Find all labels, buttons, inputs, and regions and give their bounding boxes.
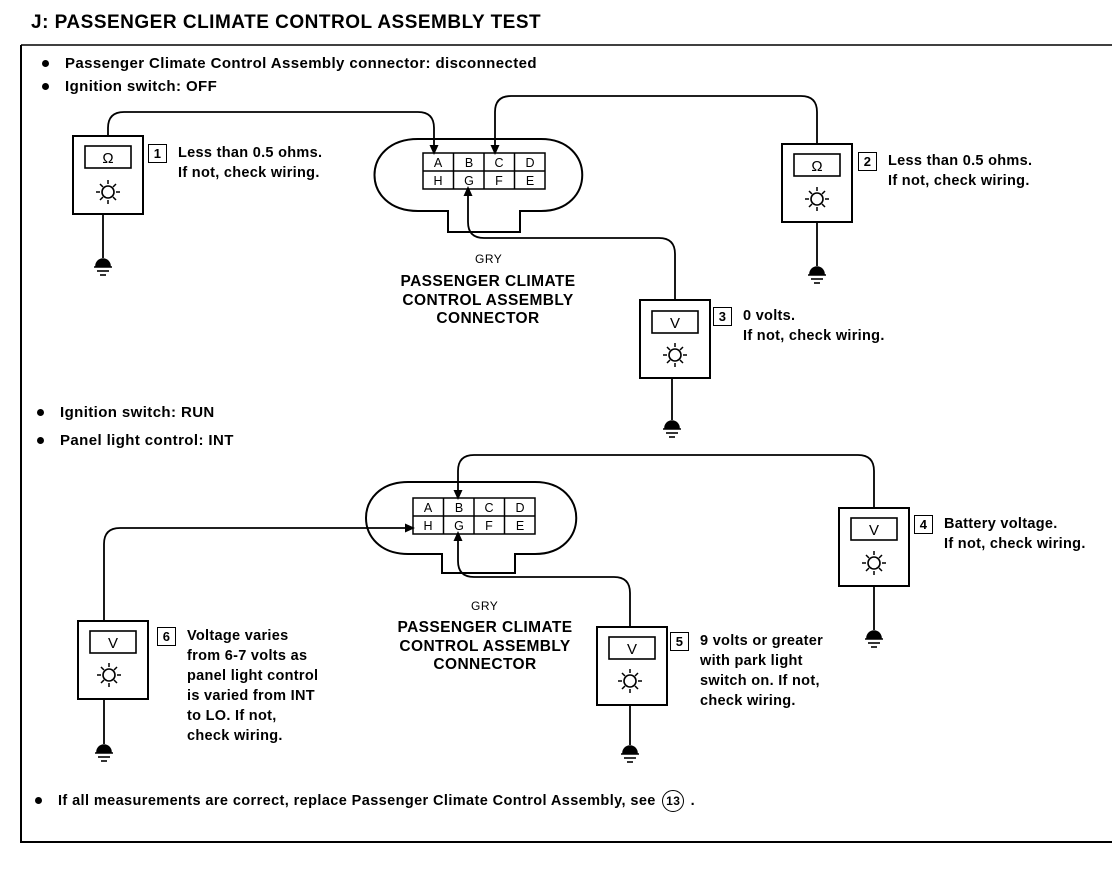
step-number: 5	[670, 632, 689, 651]
arrow-4	[453, 490, 463, 500]
page-title: J: PASSENGER CLIMATE CONTROL ASSEMBLY TE…	[31, 12, 542, 33]
volt-symbol-5: V	[627, 641, 637, 658]
step-3-note: 3 0 volts. If not, check wiring.	[713, 306, 943, 346]
bullet-icon	[42, 82, 49, 90]
pin-top-1a: A	[434, 156, 443, 170]
pin-bot-1g: G	[464, 174, 474, 188]
wire-2	[494, 95, 818, 148]
meter-3	[639, 299, 711, 379]
bullet-connector-state: Passenger Climate Control Assembly conne…	[42, 55, 537, 72]
ground-icon-5	[621, 745, 639, 763]
volt-symbol-3: V	[670, 315, 680, 332]
pin-top-1b: B	[465, 156, 473, 170]
pin-top-1d: D	[525, 156, 534, 170]
pin-bot-2h: H	[423, 519, 432, 533]
ground-icon-1	[94, 258, 112, 276]
connector-bottom	[365, 481, 578, 574]
meter-4	[838, 507, 910, 587]
pin-bot-2g: G	[454, 519, 464, 533]
bullet-panel-light: Panel light control: INT	[37, 432, 234, 449]
connector-color-label-bottom: GRY	[471, 599, 499, 613]
bullet-icon	[42, 59, 49, 67]
pin-bot-1h: H	[433, 174, 442, 188]
pin-top-2c: C	[484, 501, 493, 515]
step-4-note: 4 Battery voltage. If not, check wiring.	[914, 514, 1114, 554]
ground-icon-4	[865, 630, 883, 648]
bullet-ignition-off: Ignition switch: OFF	[42, 78, 217, 95]
ground-icon-6	[95, 744, 113, 762]
arrow-5	[453, 531, 463, 541]
ground-icon-2	[808, 266, 826, 284]
connector-label-top: PASSENGER CLIMATE CONTROL ASSEMBLY CONNE…	[400, 273, 576, 327]
step-number: 2	[858, 152, 877, 171]
meter-1	[72, 135, 144, 215]
step-6-note: 6 Voltage varies from 6-7 volts as panel…	[157, 626, 367, 746]
arrow-1	[429, 145, 439, 155]
step-2-note: 2 Less than 0.5 ohms. If not, check wiri…	[858, 151, 1088, 191]
wire-5	[457, 539, 631, 627]
step-number: 6	[157, 627, 176, 646]
wire-1	[107, 111, 435, 148]
arrow-6	[405, 523, 415, 533]
step-number: 3	[713, 307, 732, 326]
pin-bot-1e: E	[526, 174, 534, 188]
meter-6	[77, 620, 149, 700]
connector-label-bottom: PASSENGER CLIMATE CONTROL ASSEMBLY CONNE…	[397, 619, 573, 673]
step-number: 4	[914, 515, 933, 534]
wire-4	[457, 454, 875, 508]
step-number: 1	[148, 144, 167, 163]
pin-bot-1f: F	[495, 174, 503, 188]
bullet-icon	[35, 796, 42, 804]
wire-6	[103, 527, 408, 621]
ohm-symbol-1: Ω	[102, 150, 113, 167]
pin-top-2a: A	[424, 501, 433, 515]
pin-top-1c: C	[494, 156, 503, 170]
wire-3	[467, 194, 676, 300]
ground-icon-3	[663, 420, 681, 438]
arrow-3	[463, 186, 473, 196]
connector-top	[373, 138, 584, 233]
meter-5	[596, 626, 668, 706]
pin-bot-2e: E	[516, 519, 524, 533]
diagram-frame	[20, 44, 1112, 843]
footer-instruction: If all measurements are correct, replace…	[35, 790, 695, 812]
connector-color-label-top: GRY	[475, 252, 503, 266]
pin-top-2b: B	[455, 501, 463, 515]
step-1-note: 1 Less than 0.5 ohms. If not, check wiri…	[148, 143, 378, 183]
ohm-symbol-2: Ω	[811, 158, 822, 175]
bullet-icon	[37, 408, 44, 416]
bullet-icon	[37, 436, 44, 444]
bullet-ignition-run: Ignition switch: RUN	[37, 404, 215, 421]
step-5-note: 5 9 volts or greater with park light swi…	[670, 631, 870, 711]
reference-13-badge: 13	[662, 790, 685, 812]
volt-symbol-4: V	[869, 522, 879, 539]
volt-symbol-6: V	[108, 635, 118, 652]
pin-top-2d: D	[515, 501, 524, 515]
meter-2	[781, 143, 853, 223]
pin-bot-2f: F	[485, 519, 493, 533]
arrow-2	[490, 145, 500, 155]
